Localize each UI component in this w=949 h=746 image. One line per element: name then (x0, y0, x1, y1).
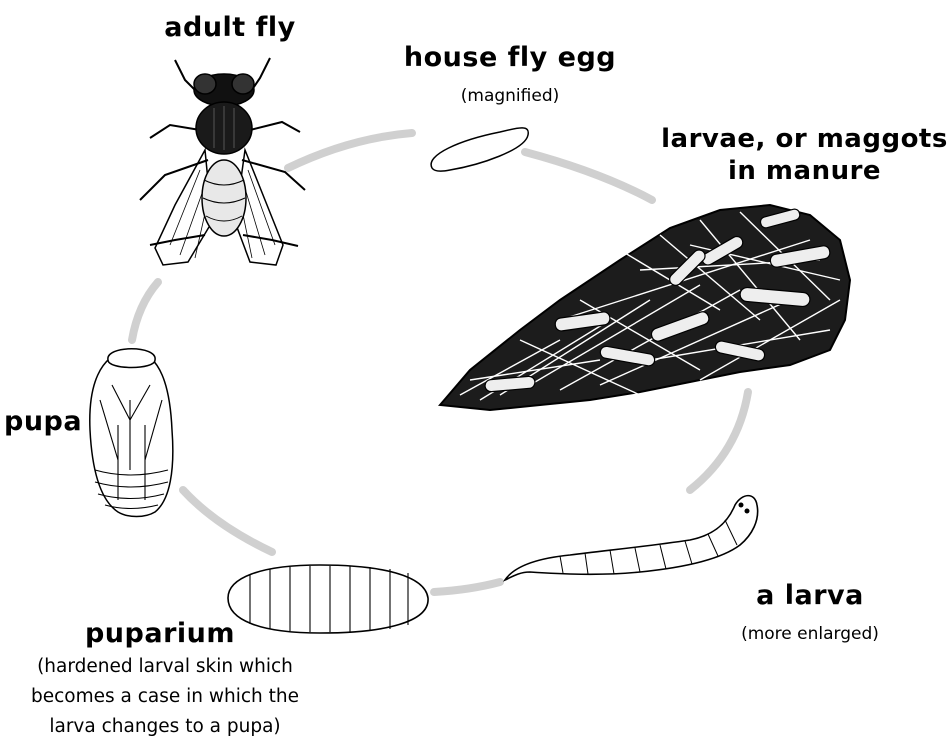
arc-adult-to-egg (288, 133, 412, 168)
larva-note: (more enlarged) (700, 624, 920, 644)
adult-fly-label: adult fly (150, 12, 310, 43)
egg-illustration (431, 128, 528, 171)
larva-illustration (505, 496, 758, 580)
fly-abdomen (202, 160, 246, 236)
arc-puparium-to-pupa (183, 490, 272, 552)
pupa-label: pupa (4, 406, 84, 437)
arc-egg-to-larvae (525, 152, 652, 200)
puparium-note-line2: becomes a case in which the (0, 682, 330, 712)
arc-larvae-to-larva (690, 392, 748, 490)
puparium-label: puparium (60, 618, 260, 649)
adult-fly-illustration (140, 58, 305, 265)
puparium-note-line3: larva changes to a pupa) (0, 712, 330, 742)
arc-pupa-to-adult (132, 282, 158, 340)
larvae-label-line1: larvae, or maggots (660, 124, 949, 154)
larvae-in-manure-illustration (440, 205, 850, 410)
puparium-note-line1: (hardened larval skin which (0, 652, 330, 682)
larva-label: a larva (720, 580, 900, 611)
egg-label: house fly egg (400, 42, 620, 73)
egg-note: (magnified) (400, 86, 620, 106)
pupa-illustration (90, 349, 173, 517)
larvae-label-line2: in manure (660, 156, 949, 186)
arc-larva-to-puparium (434, 582, 500, 592)
